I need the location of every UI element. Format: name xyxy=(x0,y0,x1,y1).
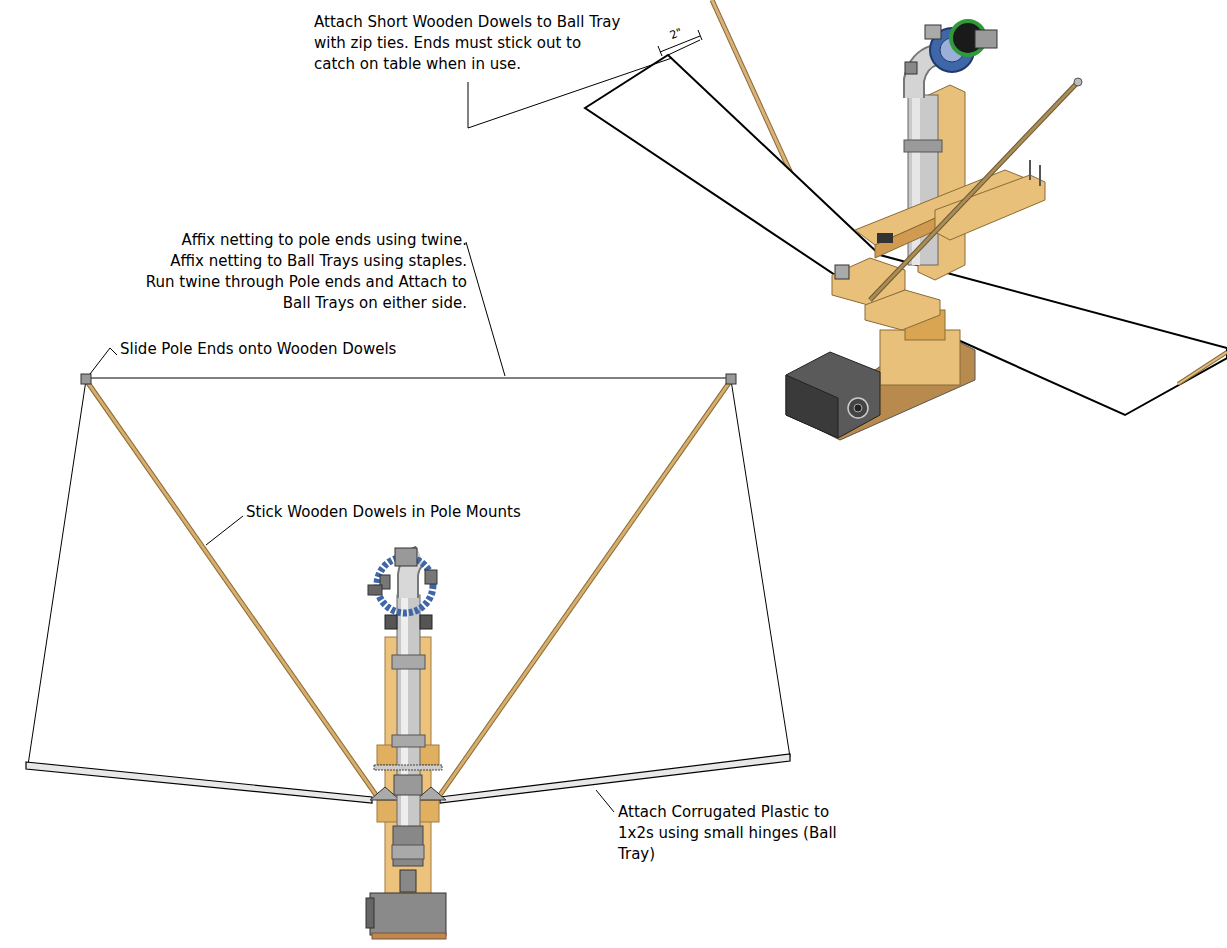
drawing-part xyxy=(786,352,880,438)
drawing-part xyxy=(975,30,997,48)
drawing-part xyxy=(786,375,838,438)
drawing-part xyxy=(86,380,376,795)
drawing-part xyxy=(726,374,736,384)
drawing-part xyxy=(206,516,243,545)
drawing-part xyxy=(731,380,790,757)
drawing-part xyxy=(372,933,446,939)
drawing-part xyxy=(366,898,374,928)
drawing-part xyxy=(1029,160,1031,180)
drawing-part xyxy=(401,595,408,865)
drawing-part xyxy=(393,826,423,866)
drawing-part xyxy=(440,380,731,795)
leader-lines xyxy=(90,58,672,812)
drawing-part xyxy=(848,398,868,418)
drawing-part xyxy=(935,175,1045,240)
drawing-part xyxy=(925,25,941,39)
drawing-part xyxy=(1039,165,1041,186)
drawing-part xyxy=(1178,352,1227,384)
drawing-part xyxy=(86,380,376,795)
dimension-label: 2" xyxy=(668,25,684,42)
drawing-part xyxy=(374,765,442,770)
drawing-part xyxy=(658,46,662,56)
drawing-part xyxy=(854,404,862,412)
drawing-part xyxy=(698,30,702,40)
drawing-part xyxy=(905,62,917,74)
drawing-part xyxy=(370,893,446,935)
drawing-part xyxy=(392,735,425,747)
drawing-part xyxy=(86,378,731,379)
drawing-part xyxy=(394,775,422,795)
drawing-part xyxy=(904,140,942,152)
drawing-part xyxy=(440,380,731,795)
drawing-part xyxy=(90,348,117,374)
drawing-part xyxy=(397,595,420,865)
drawing-part xyxy=(870,82,1078,300)
drawing-part xyxy=(440,754,790,803)
drawing-part xyxy=(81,374,91,384)
note-label: Slide Pole Ends onto Wooden Dowels xyxy=(120,339,396,360)
drawing-part xyxy=(466,242,505,376)
drawing-part xyxy=(385,615,397,629)
note-label: Attach Corrugated Plastic to 1x2s using … xyxy=(618,802,854,865)
drawing-part xyxy=(395,548,417,566)
drawing-part xyxy=(392,655,425,669)
drawing-part xyxy=(870,82,1078,300)
drawing-part xyxy=(1074,78,1082,86)
drawing-part xyxy=(400,870,416,892)
drawing-part xyxy=(877,233,893,243)
drawing-part xyxy=(26,762,372,803)
note-label: Attach Short Wooden Dowels to Ball Tray … xyxy=(314,12,626,75)
drawing-part xyxy=(1178,352,1227,384)
drawing-part xyxy=(28,380,86,765)
drawing-part xyxy=(596,790,614,812)
drawing-part xyxy=(585,55,1227,415)
perspective-view xyxy=(585,0,1227,440)
front-view xyxy=(26,374,790,939)
note-label: Affix netting to pole ends using twine. … xyxy=(145,230,467,314)
drawing-part xyxy=(392,845,424,859)
note-label: Stick Wooden Dowels in Pole Mounts xyxy=(246,502,521,523)
drawing-part xyxy=(368,585,382,595)
drawing-part xyxy=(420,615,432,629)
drawing-part xyxy=(425,570,437,584)
drawing-part xyxy=(835,265,849,279)
